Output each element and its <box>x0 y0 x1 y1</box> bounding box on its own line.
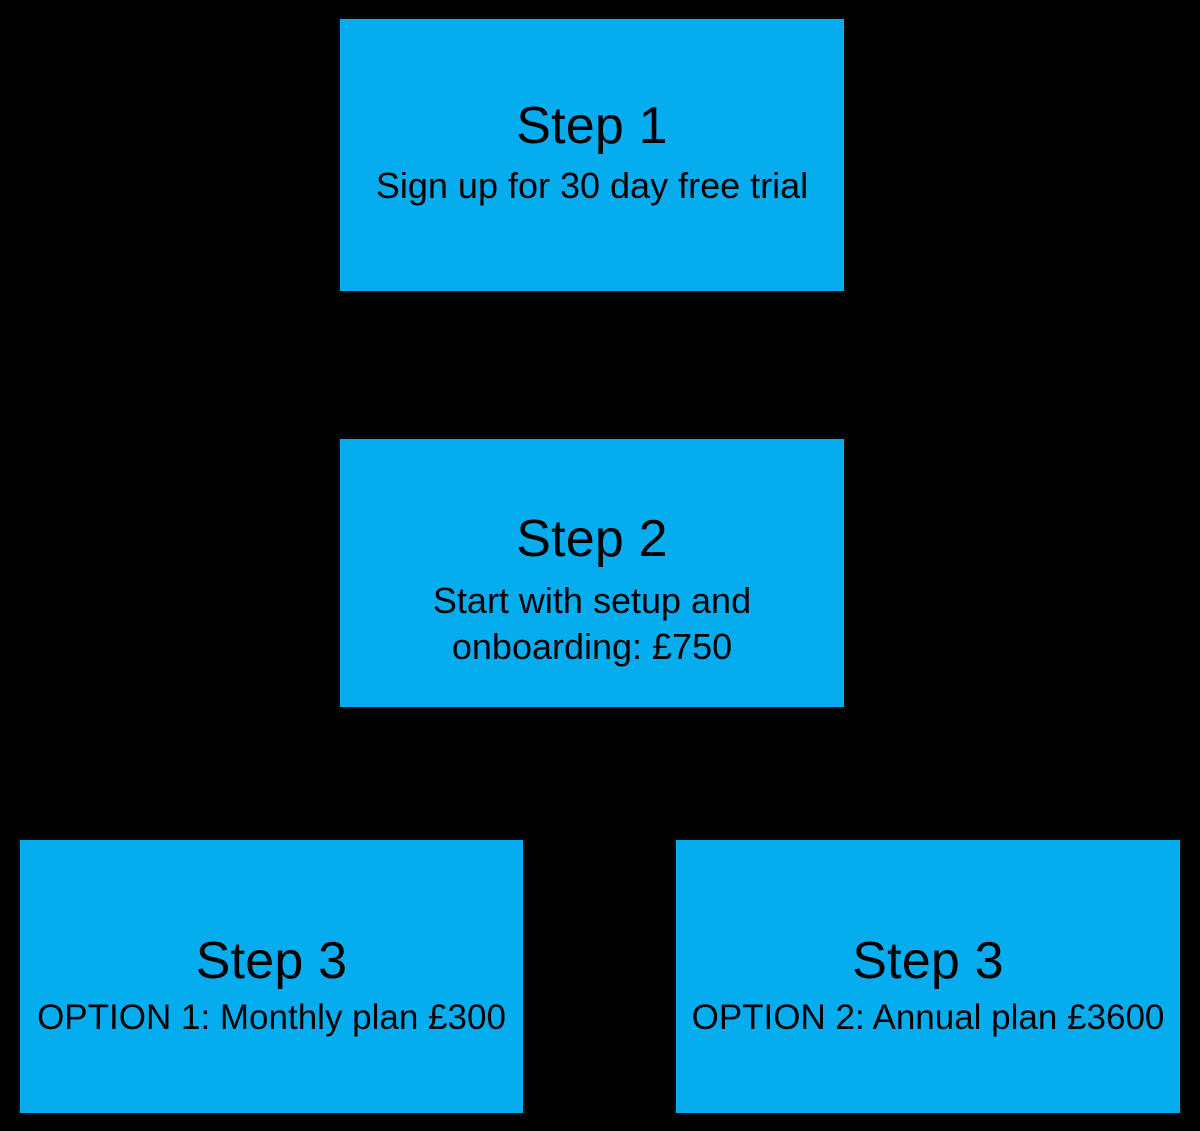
step-box-subtitle: OPTION 1: Monthly plan £300 <box>37 998 506 1038</box>
step-box-step-2[interactable]: Step 2 Start with setup and onboarding: … <box>338 437 846 709</box>
step-box-title: Step 3 <box>195 932 348 990</box>
step-box-subtitle: OPTION 2: Annual plan £3600 <box>691 998 1165 1038</box>
step-box-step-1[interactable]: Step 1 Sign up for 30 day free trial <box>338 17 846 293</box>
step-box-title: Step 2 <box>516 510 668 568</box>
step-box-title: Step 3 <box>852 932 1004 990</box>
step-box-subtitle: Start with setup and onboarding: £750 <box>432 580 752 668</box>
step-box-subtitle: Sign up for 30 day free trial <box>375 165 809 207</box>
step-box-step-3-option-1[interactable]: Step 3 OPTION 1: Monthly plan £300 <box>18 838 525 1115</box>
step-box-step-3-option-2[interactable]: Step 3 OPTION 2: Annual plan £3600 <box>674 838 1182 1115</box>
step-box-title: Step 1 <box>516 97 668 155</box>
